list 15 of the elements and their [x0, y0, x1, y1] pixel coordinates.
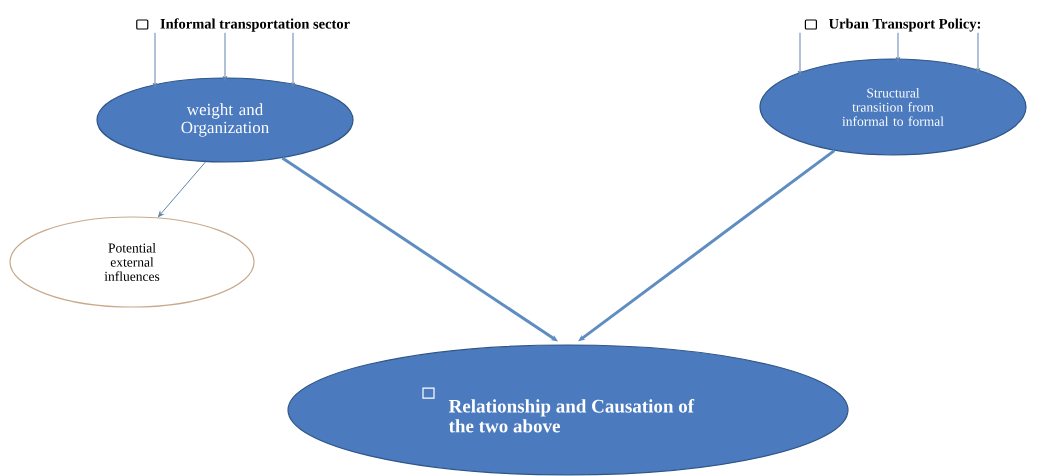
ellipse-node: weight and Organization — [96, 77, 354, 163]
ellipse-node: Potential external influences — [9, 216, 255, 308]
arrow — [797, 32, 803, 76]
arrow — [158, 161, 206, 217]
arrow — [895, 32, 901, 63]
arrow — [281, 156, 558, 342]
arrow — [975, 32, 981, 74]
heading-text: Urban Transport Policy: — [828, 18, 981, 32]
ellipse-node: Structural transition from informal to formal — [759, 58, 1027, 156]
arrow — [290, 32, 296, 88]
arrow — [222, 32, 228, 82]
ellipse-node: Relationship and Causation of the two above — [287, 344, 849, 476]
arrow — [152, 32, 158, 89]
arrow — [578, 149, 836, 342]
heading-text: Informal transportation sector — [160, 18, 350, 32]
